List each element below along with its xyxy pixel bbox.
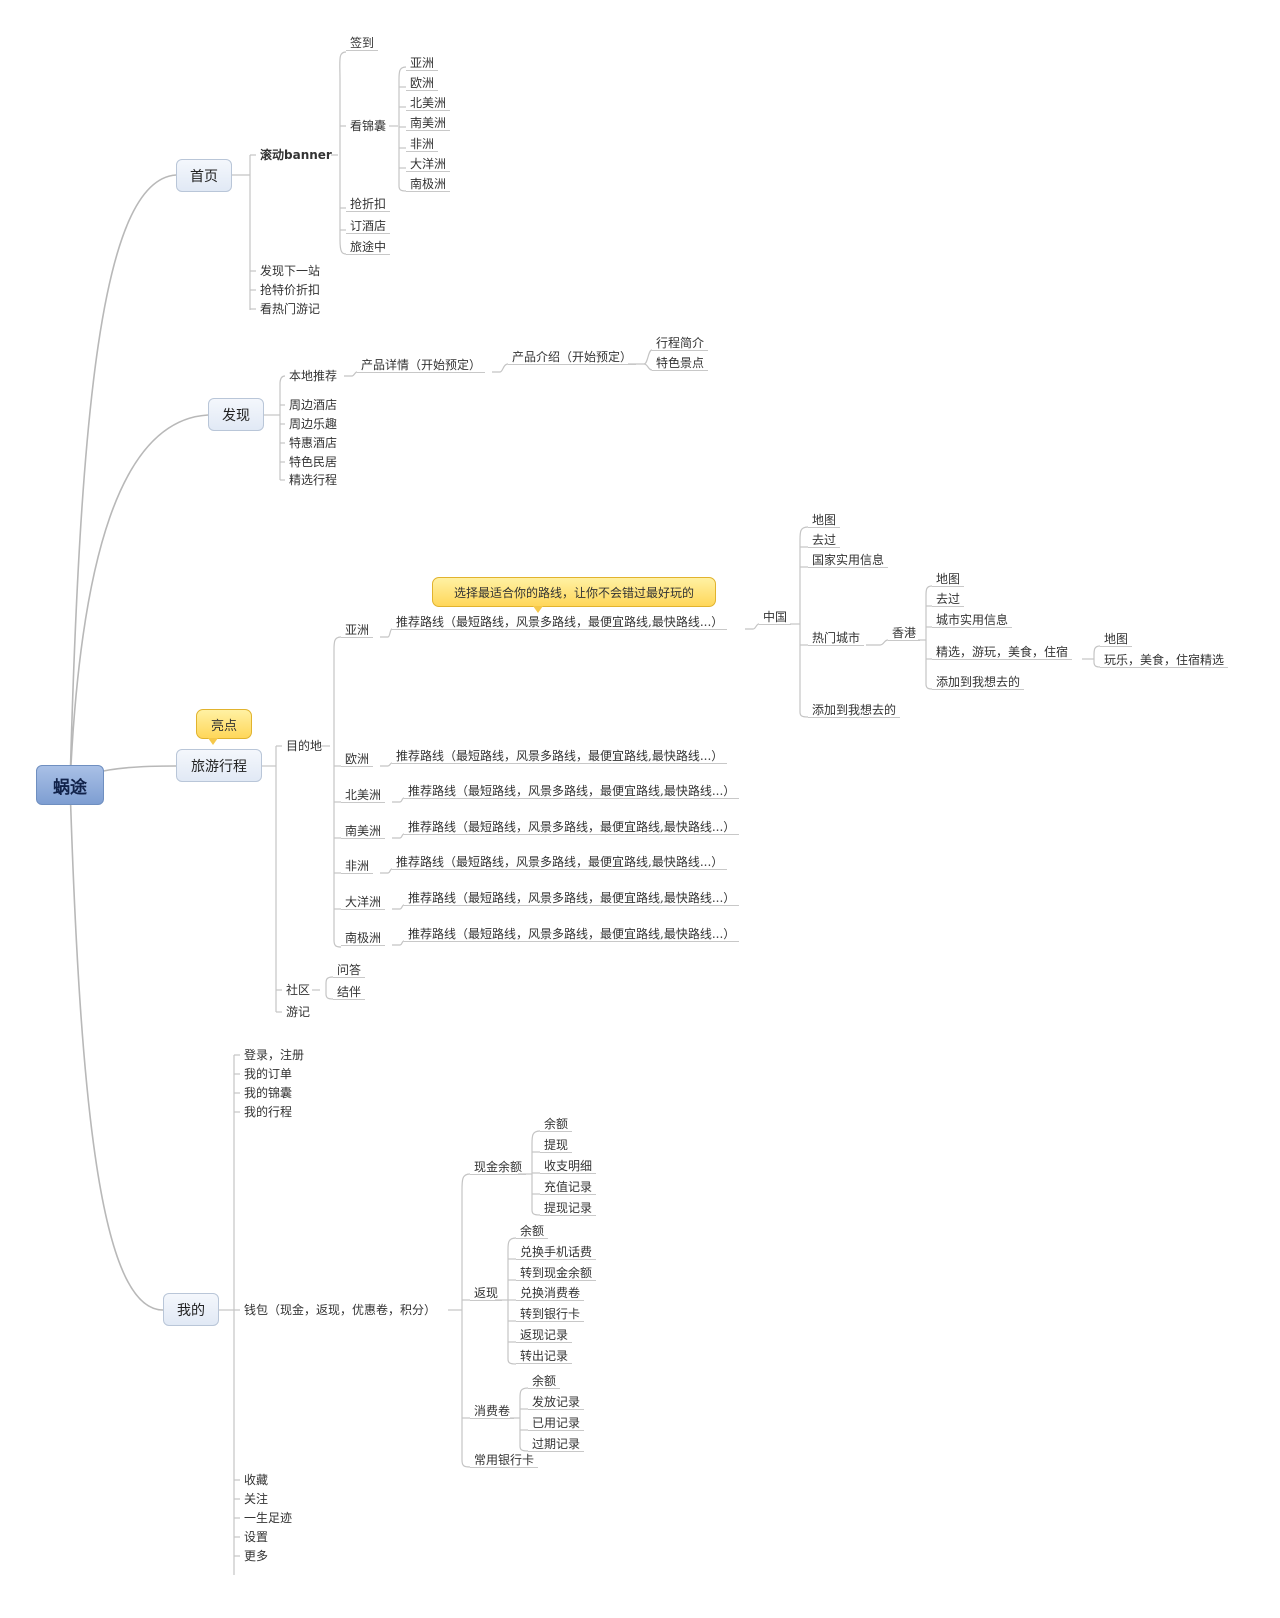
node-cashback-child[interactable]: 兑换消费卷 [516, 1286, 585, 1301]
node-cash-child[interactable]: 充值记录 [540, 1180, 597, 1195]
node-bank[interactable]: 常用银行卡 [470, 1453, 539, 1468]
node-cashback-child[interactable]: 转到银行卡 [516, 1307, 585, 1322]
node-hotel[interactable]: 订酒店 [346, 219, 391, 234]
node-travel-continent[interactable]: 亚洲 [341, 623, 374, 638]
node-voucher-child[interactable]: 发放记录 [528, 1395, 585, 1410]
highlight-callout[interactable]: 亮点 [196, 709, 252, 739]
node-travel-continent[interactable]: 欧洲 [341, 752, 374, 767]
node-product-detail[interactable]: 产品详情（开始预定） [357, 358, 486, 373]
node-cash-child[interactable]: 余额 [540, 1117, 573, 1132]
node-route[interactable]: 推荐路线（最短路线，风景多路线，最便宜路线,最快路线...） [392, 855, 728, 870]
node-travel-continent[interactable]: 北美洲 [341, 788, 386, 803]
node-hk-child[interactable]: 去过 [932, 592, 965, 607]
node-discover-item[interactable]: 精选行程 [289, 473, 338, 487]
node-community[interactable]: 社区 [286, 983, 311, 997]
node-mine-bottom[interactable]: 收藏 [244, 1473, 269, 1487]
node-destination[interactable]: 目的地 [286, 739, 323, 753]
node-next-stop[interactable]: 发现下一站 [260, 264, 321, 278]
node-product-intro[interactable]: 产品介绍（开始预定） [508, 350, 637, 365]
node-home-continent[interactable]: 大洋洲 [406, 157, 451, 172]
node-route[interactable]: 推荐路线（最短路线，风景多路线，最便宜路线,最快路线...） [392, 749, 728, 764]
node-china-child[interactable]: 地图 [808, 513, 841, 528]
topic-home[interactable]: 首页 [176, 159, 232, 192]
node-mine-item[interactable]: 登录，注册 [244, 1048, 305, 1062]
node-mine-item[interactable]: 我的订单 [244, 1067, 293, 1081]
node-hot-notes[interactable]: 看热门游记 [260, 302, 321, 316]
node-hongkong[interactable]: 香港 [888, 626, 921, 641]
node-china[interactable]: 中国 [759, 610, 792, 625]
node-mine-bottom[interactable]: 更多 [244, 1549, 269, 1563]
node-home-continent[interactable]: 亚洲 [406, 56, 439, 71]
node-cashback-child[interactable]: 余额 [516, 1224, 549, 1239]
topic-travel[interactable]: 旅游行程 [176, 749, 262, 782]
node-travel-continent[interactable]: 南美洲 [341, 824, 386, 839]
node-add-china[interactable]: 添加到我想去的 [808, 703, 901, 718]
node-selected[interactable]: 精选，游玩，美食，住宿 [932, 645, 1073, 660]
node-spots[interactable]: 特色景点 [652, 356, 709, 371]
node-banner[interactable]: 滚动banner [260, 148, 332, 162]
node-voucher-child[interactable]: 已用记录 [528, 1416, 585, 1431]
node-discover-item[interactable]: 特色民居 [289, 455, 338, 469]
node-selected-child[interactable]: 玩乐，美食，住宿精选 [1100, 653, 1229, 668]
node-route[interactable]: 推荐路线（最短路线，风景多路线，最便宜路线,最快路线...） [404, 927, 740, 942]
node-voucher-child[interactable]: 过期记录 [528, 1437, 585, 1452]
node-cashback-child[interactable]: 转到现金余额 [516, 1266, 597, 1281]
node-mine-bottom[interactable]: 设置 [244, 1530, 269, 1544]
node-mine-item[interactable]: 我的锦囊 [244, 1086, 293, 1100]
node-discount[interactable]: 抢折扣 [346, 197, 391, 212]
node-china-child[interactable]: 国家实用信息 [808, 553, 889, 568]
node-voucher-child[interactable]: 余额 [528, 1374, 561, 1389]
node-home-continent[interactable]: 北美洲 [406, 96, 451, 111]
node-mine-bottom[interactable]: 关注 [244, 1492, 269, 1506]
node-route[interactable]: 推荐路线（最短路线，风景多路线，最便宜路线,最快路线...） [404, 784, 740, 799]
node-discover-item[interactable]: 周边乐趣 [289, 417, 338, 431]
node-cash-child[interactable]: 提现 [540, 1138, 573, 1153]
node-selected-child[interactable]: 地图 [1100, 632, 1133, 647]
node-discover-item[interactable]: 特惠酒店 [289, 436, 338, 450]
node-cashback[interactable]: 返现 [470, 1286, 503, 1301]
root-topic[interactable]: 蜗途 [36, 765, 104, 805]
node-trip[interactable]: 旅途中 [346, 240, 391, 255]
node-travel-continent[interactable]: 大洋洲 [341, 895, 386, 910]
node-local[interactable]: 本地推荐 [289, 369, 338, 383]
node-special-price[interactable]: 抢特价折扣 [260, 283, 321, 297]
node-checkin[interactable]: 签到 [346, 36, 379, 51]
route-tip-callout[interactable]: 选择最适合你的路线，让你不会错过最好玩的 [432, 577, 716, 607]
highlight-callout-tail [208, 738, 218, 745]
node-cash-child[interactable]: 提现记录 [540, 1201, 597, 1216]
node-hk-child[interactable]: 地图 [932, 572, 965, 587]
node-hk-child[interactable]: 城市实用信息 [932, 613, 1013, 628]
node-hot-city[interactable]: 热门城市 [808, 631, 865, 646]
node-wallet[interactable]: 钱包（现金，返现，优惠卷，积分） [244, 1303, 437, 1317]
node-companion[interactable]: 结伴 [333, 985, 366, 1000]
node-cashback-child[interactable]: 兑换手机话费 [516, 1245, 597, 1260]
node-travel-continent[interactable]: 非洲 [341, 859, 374, 874]
topic-discover[interactable]: 发现 [208, 398, 264, 431]
node-route[interactable]: 推荐路线（最短路线，风景多路线，最便宜路线,最快路线...） [404, 820, 740, 835]
node-route[interactable]: 推荐路线（最短路线，风景多路线，最便宜路线,最快路线...） [392, 615, 728, 630]
node-cash[interactable]: 现金余额 [470, 1160, 527, 1175]
node-mine-bottom[interactable]: 一生足迹 [244, 1511, 293, 1525]
node-cash-child[interactable]: 收支明细 [540, 1159, 597, 1174]
node-home-continent[interactable]: 非洲 [406, 137, 439, 152]
topic-mine[interactable]: 我的 [163, 1293, 219, 1326]
node-voucher[interactable]: 消费卷 [470, 1404, 515, 1419]
node-home-continent[interactable]: 南极洲 [406, 177, 451, 192]
node-home-continent[interactable]: 南美洲 [406, 116, 451, 131]
node-mine-item[interactable]: 我的行程 [244, 1105, 293, 1119]
node-qa[interactable]: 问答 [333, 963, 366, 978]
node-home-continent[interactable]: 欧洲 [406, 76, 439, 91]
node-summary[interactable]: 行程简介 [652, 336, 709, 351]
node-cashback-child[interactable]: 返现记录 [516, 1328, 573, 1343]
node-watch[interactable]: 看锦囊 [350, 119, 387, 133]
node-add-hk[interactable]: 添加到我想去的 [932, 675, 1025, 690]
node-cashback-child[interactable]: 转出记录 [516, 1349, 573, 1364]
node-china-child[interactable]: 去过 [808, 533, 841, 548]
node-route[interactable]: 推荐路线（最短路线，风景多路线，最便宜路线,最快路线...） [404, 891, 740, 906]
node-notes[interactable]: 游记 [286, 1005, 311, 1019]
route-tip-callout-tail [533, 606, 543, 613]
node-discover-item[interactable]: 周边酒店 [289, 398, 338, 412]
node-travel-continent[interactable]: 南极洲 [341, 931, 386, 946]
